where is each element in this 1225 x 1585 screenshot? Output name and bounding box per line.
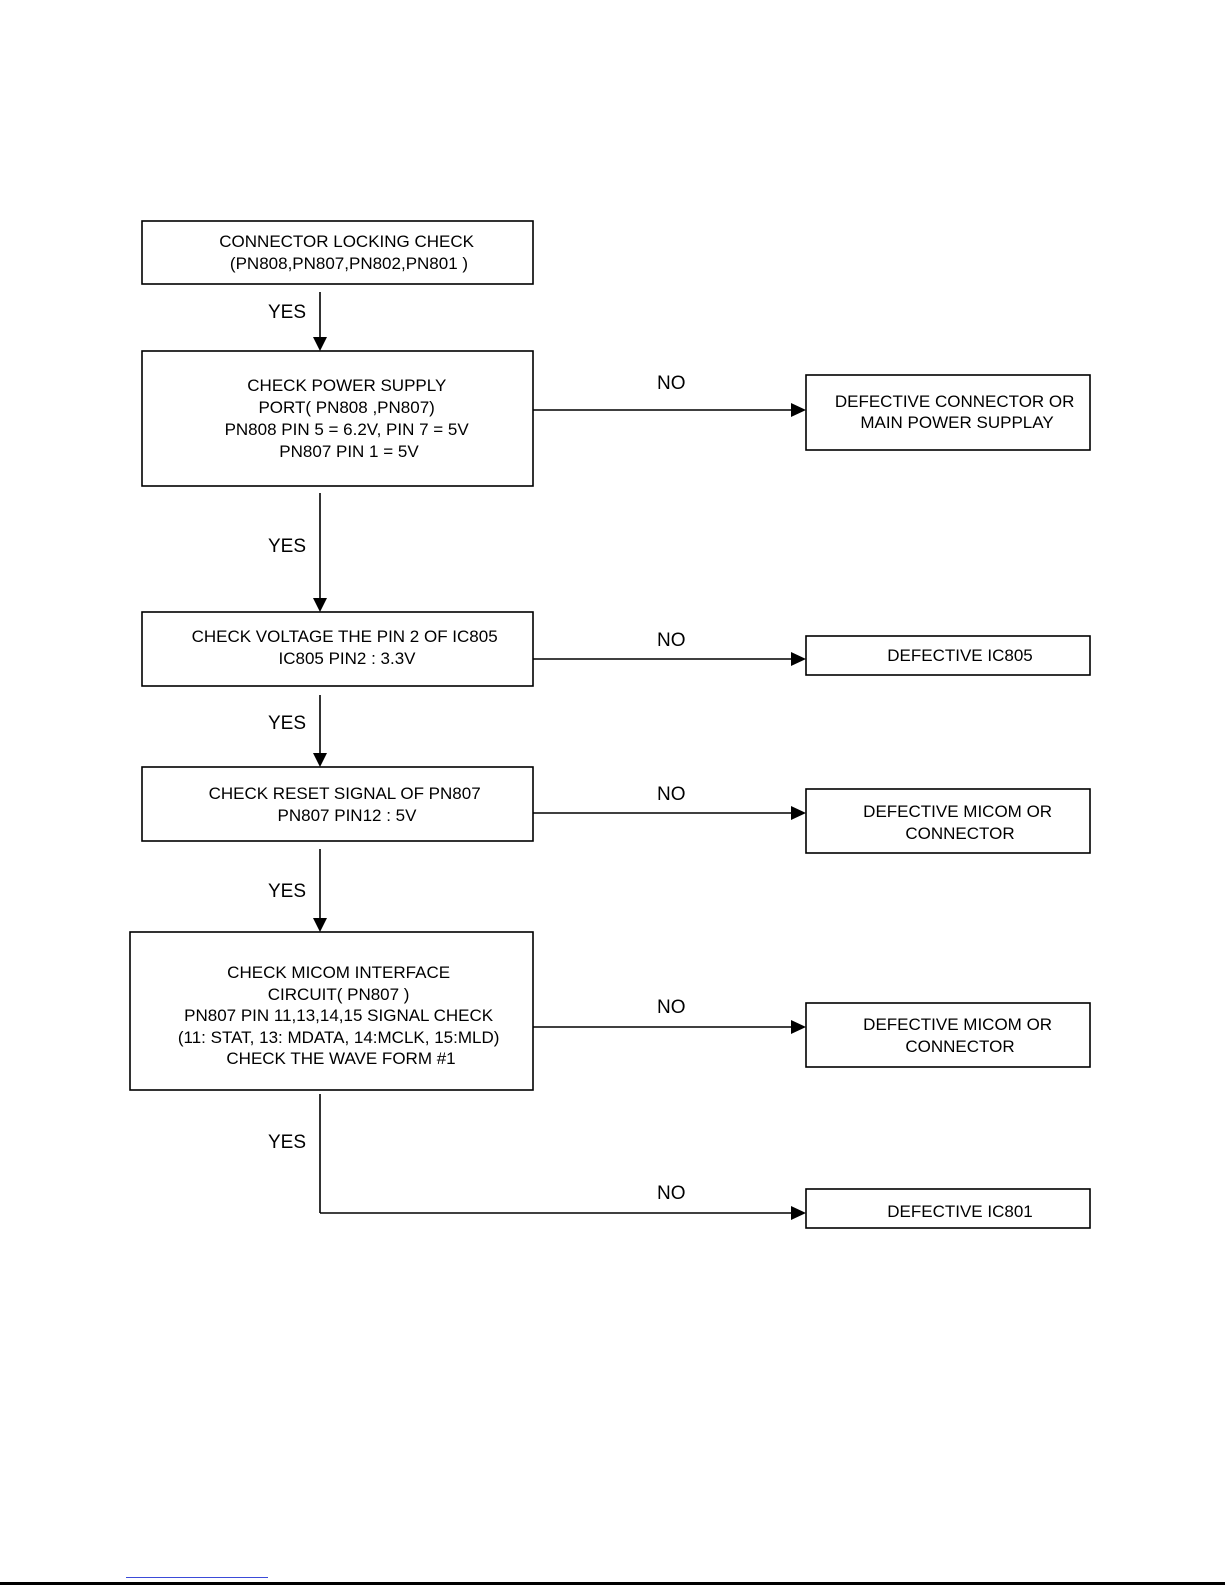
result-line: DEFECTIVE IC801 [887,1202,1033,1221]
result-box [805,635,1091,676]
result-text: DEFECTIVE CONNECTOR OR MAIN POWER SUPPLA… [835,392,1079,432]
node-line: CONNECTOR LOCKING CHECK [219,232,474,251]
node-line: PN807 PIN12 : 5V [278,806,418,825]
node-check-power-supply: CHECK POWER SUPPLY PORT( PN808 ,PN807) P… [141,350,534,487]
result-defective-connector-or-power: DEFECTIVE CONNECTOR OR MAIN POWER SUPPLA… [805,374,1091,451]
node-line: CHECK MICOM INTERFACE [227,963,450,982]
arrowhead-icon [313,918,327,932]
edge-no-3: NO [533,784,806,820]
node-box [141,611,534,687]
result-defective-ic805: DEFECTIVE IC805 [805,635,1091,676]
result-line: DEFECTIVE MICOM OR [863,802,1052,821]
node-line: PORT( PN808 ,PN807) [258,398,434,417]
arrowhead-icon [791,806,806,820]
node-line: CHECK VOLTAGE THE PIN 2 OF IC805 [192,627,498,646]
edge-label: YES [268,881,306,902]
result-text: DEFECTIVE IC801 [887,1202,1033,1221]
arrowhead-icon [791,652,806,666]
result-line: CONNECTOR [905,1037,1014,1056]
edge-label: YES [268,1132,306,1153]
node-text: CHECK VOLTAGE THE PIN 2 OF IC805 IC805 P… [192,627,503,668]
node-line: CHECK POWER SUPPLY [247,376,446,395]
page-bottom-rule [0,1582,1225,1585]
result-box [805,1002,1091,1068]
footer-link-underline [126,1577,268,1578]
result-defective-ic801: DEFECTIVE IC801 [805,1188,1091,1229]
node-line: (11: STAT, 13: MDATA, 14:MCLK, 15:MLD) [178,1028,500,1047]
edge-label: NO [657,630,686,651]
result-box [805,374,1091,451]
result-line: DEFECTIVE IC805 [887,646,1033,665]
node-text: CHECK POWER SUPPLY PORT( PN808 ,PN807) P… [225,376,474,461]
edge-label: NO [657,1183,686,1204]
edge-label: YES [268,302,306,323]
result-line: CONNECTOR [905,824,1014,843]
node-line: (PN808,PN807,PN802,PN801 ) [230,254,468,273]
result-defective-micom-2: DEFECTIVE MICOM OR CONNECTOR [805,1002,1091,1068]
node-line: IC805 PIN2 : 3.3V [278,649,416,668]
result-box [805,788,1091,854]
node-text: CHECK RESET SIGNAL OF PN807 PN807 PIN12 … [209,784,486,825]
node-line: CHECK THE WAVE FORM #1 [226,1049,455,1068]
edge-yes-1: YES [268,292,327,351]
edge-label: NO [657,373,686,394]
edge-label: YES [268,713,306,734]
node-line: CHECK RESET SIGNAL OF PN807 [209,784,481,803]
node-line: CIRCUIT( PN807 ) [268,985,410,1004]
result-box [805,1188,1091,1229]
edge-yes-2: YES [268,493,327,612]
result-text: DEFECTIVE IC805 [887,646,1033,665]
node-text: CHECK MICOM INTERFACE CIRCUIT( PN807 ) P… [178,963,504,1068]
arrowhead-icon [791,403,806,417]
edge-label: YES [268,536,306,557]
edge-no-1: NO [533,373,806,417]
node-box [141,220,534,285]
arrowhead-icon [313,753,327,767]
edge-no-5: NO [320,1183,806,1220]
arrowhead-icon [313,337,327,351]
result-text: DEFECTIVE MICOM OR CONNECTOR [863,1015,1057,1056]
result-line: MAIN POWER SUPPLAY [860,413,1053,432]
arrowhead-icon [791,1020,806,1034]
result-text: DEFECTIVE MICOM OR CONNECTOR [863,802,1057,843]
arrowhead-icon [791,1206,806,1220]
edge-yes-4: YES [268,849,327,932]
edge-yes-3: YES [268,695,327,767]
node-check-micom-interface: CHECK MICOM INTERFACE CIRCUIT( PN807 ) P… [129,931,534,1091]
edge-no-2: NO [533,630,806,666]
node-line: PN808 PIN 5 = 6.2V, PIN 7 = 5V [225,420,470,439]
node-box [141,766,534,842]
edge-yes-5: YES [268,1094,321,1213]
node-line: PN807 PIN 11,13,14,15 SIGNAL CHECK [184,1006,494,1025]
node-line: PN807 PIN 1 = 5V [279,442,419,461]
edge-label: NO [657,997,686,1018]
edge-label: NO [657,784,686,805]
node-text: CONNECTOR LOCKING CHECK (PN808,PN807,PN8… [219,232,478,273]
result-line: DEFECTIVE CONNECTOR OR [835,392,1075,411]
node-connector-locking-check: CONNECTOR LOCKING CHECK (PN808,PN807,PN8… [141,220,534,285]
node-box [141,350,534,487]
result-defective-micom-1: DEFECTIVE MICOM OR CONNECTOR [805,788,1091,854]
node-check-reset-signal: CHECK RESET SIGNAL OF PN807 PN807 PIN12 … [141,766,534,842]
arrowhead-icon [313,598,327,612]
edge-no-4: NO [533,997,806,1034]
node-check-voltage-ic805: CHECK VOLTAGE THE PIN 2 OF IC805 IC805 P… [141,611,534,687]
result-line: DEFECTIVE MICOM OR [863,1015,1052,1034]
node-box [129,931,534,1091]
